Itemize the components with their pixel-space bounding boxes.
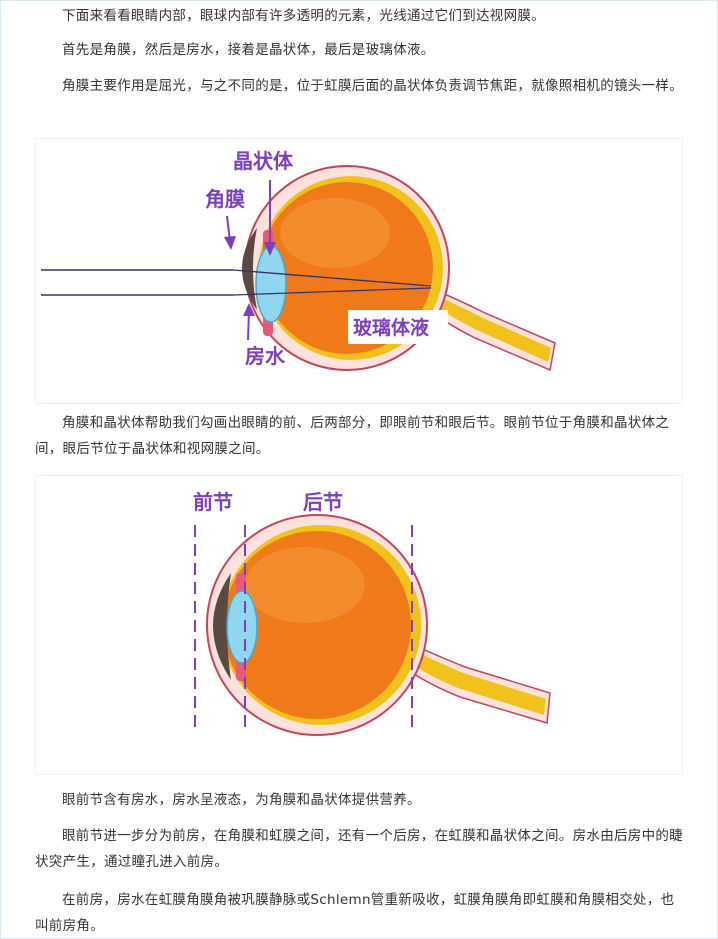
refracted-ray-bottom [232, 287, 432, 296]
cornea-2 [213, 573, 231, 680]
lens [255, 245, 287, 323]
eye-segments-svg: 前节 后节 [193, 490, 551, 736]
eyeball-highlight [280, 198, 390, 268]
eyeball-highlight-2 [245, 547, 365, 623]
cornea-arrowhead [224, 236, 236, 250]
lens-arrowhead [264, 242, 276, 256]
lens-2 [226, 590, 258, 664]
label-aqueous: 房水 [245, 344, 286, 368]
paragraph-chambers: 眼前节进一步分为前房，在角膜和虹膜之间，还有一个后房，在虹膜和晶状体之间。房水由… [35, 828, 683, 870]
eye-diagram-light-path: 晶状体 角膜 玻璃体液 房水 [35, 138, 683, 404]
label-cornea: 角膜 [205, 187, 245, 211]
optic-nerve-2 [405, 647, 546, 715]
paragraph-drainage: 在前房，房水在虹膜角膜角被巩膜静脉或Schlemn管重新吸收，虹膜角膜角即虹膜和… [35, 892, 675, 934]
label-anterior-segment: 前节 [193, 490, 233, 514]
paragraph-order: 首先是角膜，然后是房水，接着是晶状体，最后是玻璃体液。 [62, 42, 435, 58]
eye-diagram-svg: 晶状体 角膜 玻璃体液 房水 [41, 149, 556, 372]
refracted-ray-top [232, 269, 432, 287]
label-vitreous: 玻璃体液 [353, 316, 430, 339]
paragraph-cornea-lens: 角膜主要作用是屈光，与之不同的是，位于虹膜后面的晶状体负责调节焦距，就像照相机的… [62, 78, 683, 94]
label-lens: 晶状体 [233, 149, 294, 173]
paragraph-intro: 下面来看看眼睛内部，眼球内部有许多透明的元素，光线通过它们到达视网膜。 [62, 8, 545, 24]
cornea [242, 228, 257, 310]
label-posterior-segment: 后节 [303, 490, 343, 514]
eye-diagram-segments: 前节 后节 [35, 475, 683, 775]
label-vitreous-bg [348, 310, 448, 344]
paragraph-aqueous: 眼前节含有房水，房水呈液态，为角膜和晶状体提供营养。 [62, 792, 421, 808]
optic-nerve [431, 294, 551, 362]
paragraph-segments: 角膜和晶状体帮助我们勾画出眼睛的前、后两部分，即眼前节和眼后节。眼前节位于角膜和… [35, 415, 670, 457]
aqueous-arrowhead [243, 303, 255, 316]
